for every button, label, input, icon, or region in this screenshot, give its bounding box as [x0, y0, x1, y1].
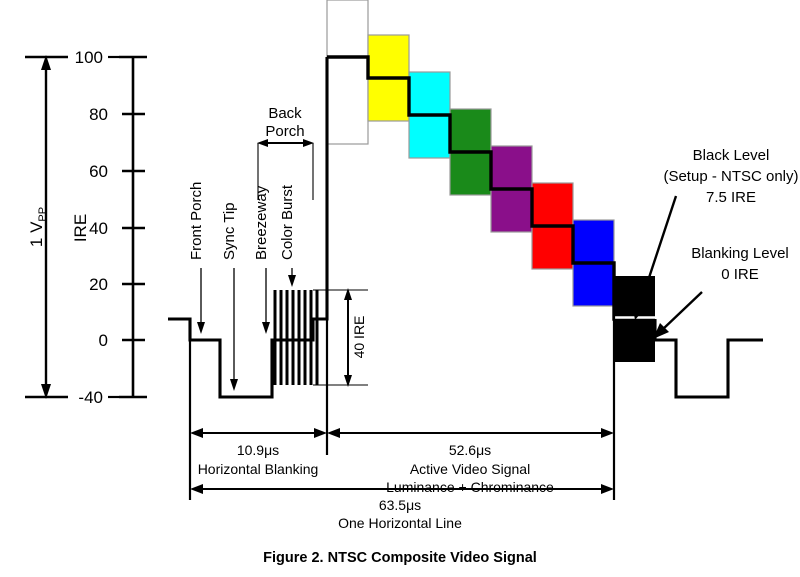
timing-label-active-video-2: Luminance + Chrominance [386, 479, 554, 495]
axis-name-ire: IRE [71, 214, 90, 242]
callout-label-color-burst: Color Burst [279, 184, 296, 260]
color-burst-oscillation [273, 290, 319, 385]
waveform-color-bar-staircase [327, 55, 655, 321]
timing-duration-active-video: 52.6μs [449, 442, 491, 458]
callout-label-breezeway: Breezeway [253, 185, 270, 260]
back-porch-label-line1: Back [268, 105, 302, 122]
axis-tick-label-40: 40 [89, 219, 108, 238]
timing-label-horizontal-blanking: Horizontal Blanking [198, 461, 319, 477]
axis-tick-100: 100 [75, 48, 147, 67]
axis-tick-40: 40 [89, 219, 145, 238]
blanking-level-annotation: Blanking Level 0 IRE [653, 245, 789, 339]
callout-label-sync-tip: Sync Tip [221, 202, 238, 260]
timing-extension-lines [188, 290, 616, 500]
waveform-next-line-sync [653, 319, 763, 399]
black-level-annotation: Black Level (Setup - NTSC only) 7.5 IRE [632, 147, 799, 320]
axis-tick-label-minus40: -40 [78, 388, 103, 407]
axis-tick-0: 0 [99, 331, 145, 350]
timing-duration-one-horizontal-line: 63.5μs [379, 497, 421, 513]
axis-tick-minus40: -40 [78, 388, 147, 407]
axis-tick-20: 20 [89, 275, 145, 294]
callout-color-burst: Color Burst [279, 184, 296, 287]
axis-tick-label-60: 60 [89, 162, 108, 181]
amplitude-label: 1 V [27, 221, 46, 247]
back-porch-label-line2: Porch [265, 123, 304, 140]
ire-axis: 100 80 60 40 20 0 [71, 48, 147, 407]
svg-text:1 VPP: 1 VPP [27, 207, 49, 247]
sync-dimension-label: 40 IRE [351, 316, 367, 359]
timing-horizontal-blanking: 10.9μs Horizontal Blanking [190, 428, 327, 477]
callout-sync-tip: Sync Tip [221, 202, 238, 391]
timing-duration-horizontal-blanking: 10.9μs [237, 442, 279, 458]
callout-breezeway: Breezeway [253, 185, 270, 334]
sync-amplitude-dimension: 40 IRE [313, 288, 368, 387]
blanking-level-line1: Blanking Level [691, 245, 789, 262]
axis-tick-label-80: 80 [89, 105, 108, 124]
axis-tick-80: 80 [89, 105, 145, 124]
axis-tick-label-0: 0 [99, 331, 108, 350]
callout-label-front-porch: Front Porch [188, 182, 205, 260]
black-level-line1: Black Level [693, 147, 770, 164]
black-level-line2: (Setup - NTSC only) [663, 168, 798, 185]
callout-front-porch: Front Porch [188, 182, 205, 334]
timing-label-active-video-1: Active Video Signal [410, 461, 530, 477]
amplitude-sublabel: PP [37, 207, 49, 222]
timing-active-video: 52.6μs Active Video Signal Luminance + C… [327, 428, 614, 495]
color-bar-white [326, 0, 369, 145]
axis-tick-label-100: 100 [75, 48, 103, 67]
blanking-level-line2: 0 IRE [721, 266, 759, 283]
timing-one-horizontal-line: 63.5μs One Horizontal Line [190, 484, 614, 531]
back-porch-annotation: Back Porch [257, 105, 314, 200]
timing-label-one-horizontal-line: One Horizontal Line [338, 515, 462, 531]
axis-tick-label-20: 20 [89, 275, 108, 294]
axis-tick-60: 60 [89, 162, 145, 181]
black-level-line3: 7.5 IRE [706, 189, 756, 206]
amplitude-bracket: 1 VPP [25, 55, 68, 399]
figure-caption: Figure 2. NTSC Composite Video Signal [263, 550, 537, 566]
